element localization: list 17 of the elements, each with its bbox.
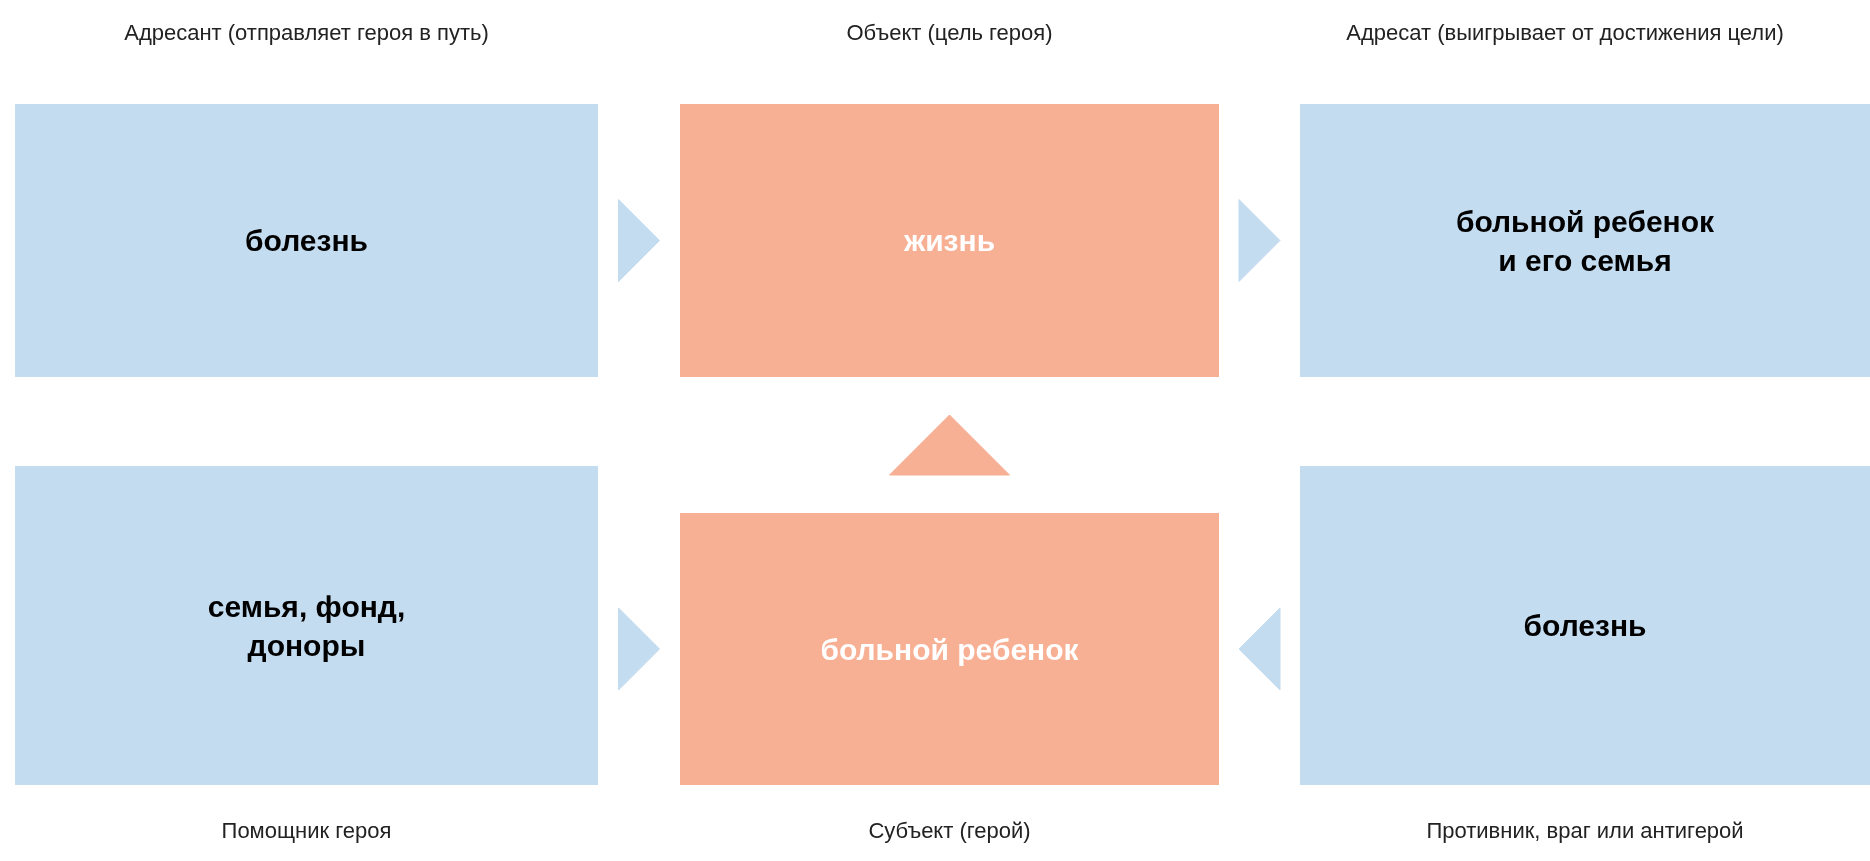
box-label: больной ребенок xyxy=(820,631,1079,668)
role-heading: Объект (цель героя) xyxy=(845,19,1054,47)
arrow-chevron xyxy=(618,199,660,282)
box-label: больной ребенок и его семья xyxy=(1454,203,1716,279)
role-heading: Противник, враг или антигерой xyxy=(1425,817,1745,845)
arrow-chevron xyxy=(1238,199,1281,282)
box-label: семья, фонд, доноры xyxy=(206,588,407,664)
box-label: болезнь xyxy=(1523,608,1647,644)
box-label: болезнь xyxy=(245,223,368,259)
arrow-chevron xyxy=(1238,607,1281,691)
arrow-chevron xyxy=(889,414,1010,476)
role-heading: Адресант (отправляет героя в путь) xyxy=(123,19,490,47)
role-heading: Помощник героя xyxy=(220,817,393,845)
arrow-chevron xyxy=(618,607,660,691)
role-heading: Субъект (герой) xyxy=(867,817,1032,845)
box-label: жизнь xyxy=(903,223,996,259)
role-heading: Адресат (выигрывает от достижения цели) xyxy=(1345,19,1785,47)
